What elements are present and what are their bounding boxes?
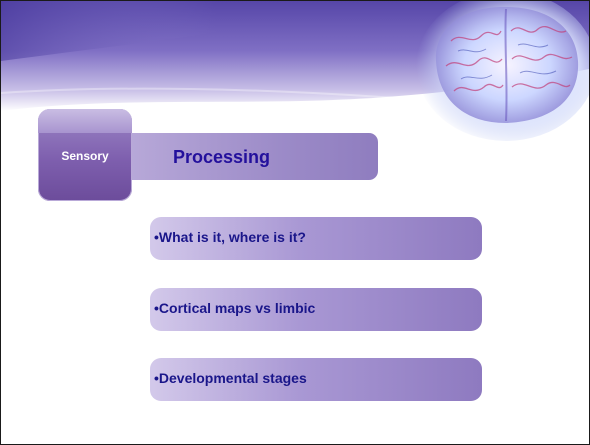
sensory-tab-label: Sensory [61, 149, 109, 163]
title-bar [132, 133, 378, 180]
sensory-tab-highlight [38, 109, 132, 133]
bullet-text-1: •What is it, where is it? [154, 229, 306, 245]
bullet-item-2: •Cortical maps vs limbic [150, 288, 482, 331]
slide-title: Processing [173, 147, 271, 167]
bullet-text-3: •Developmental stages [154, 370, 307, 386]
bullet-item-1: •What is it, where is it? [150, 217, 482, 260]
bullet-item-3: •Developmental stages [150, 358, 482, 401]
bullet-text-2: •Cortical maps vs limbic [154, 300, 316, 316]
brain-illustration-icon [416, 1, 589, 141]
